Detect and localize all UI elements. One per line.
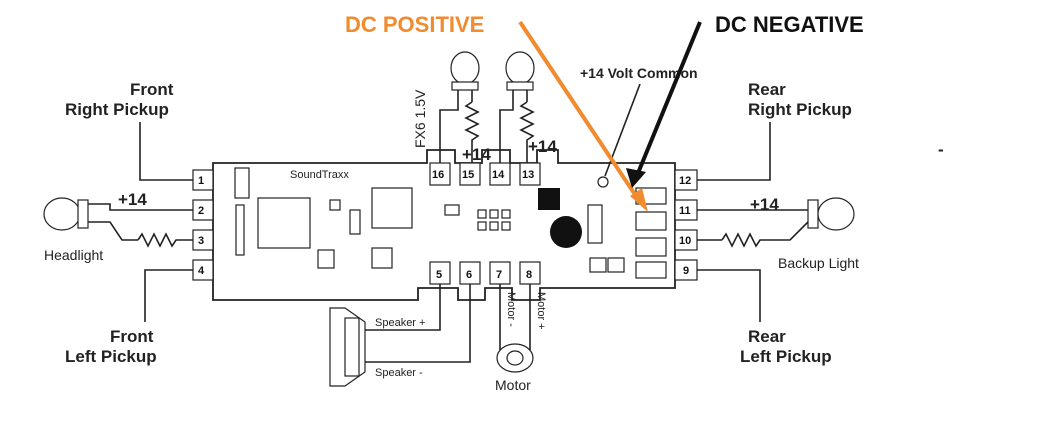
headlight-resistor-icon xyxy=(137,232,193,248)
pin-15 xyxy=(459,162,481,186)
dc-positive-label: DC POSITIVE xyxy=(345,12,484,37)
backup-light-label: Backup Light xyxy=(778,255,859,271)
pin-5-label: 5 xyxy=(436,269,442,281)
pin-8-label: 8 xyxy=(526,269,532,281)
speaker-minus-label: Speaker - xyxy=(375,367,423,379)
pin-6-label: 6 xyxy=(466,269,472,281)
bottom-pins: 5 6 7 8 xyxy=(429,261,541,285)
motor-minus-label: Motor - xyxy=(505,292,517,327)
dc-negative-label: DC NEGATIVE xyxy=(715,12,864,37)
front-left-label-1: Front xyxy=(110,327,154,346)
motor-plus-label: Motor + xyxy=(535,292,547,330)
volt-common-label: +14 Volt Common xyxy=(580,65,698,81)
backup-resistor-icon xyxy=(721,221,809,248)
pin-11-label: 11 xyxy=(679,205,691,217)
front-right-label-1: Front xyxy=(130,80,174,99)
dc-annotations: DC POSITIVE DC NEGATIVE - xyxy=(345,12,944,212)
rear-left-pickup: Rear Left Pickup xyxy=(697,269,832,366)
pin-2-label: 2 xyxy=(198,205,204,217)
front-right-label-2: Right Pickup xyxy=(65,100,169,119)
rear-left-label-1: Rear xyxy=(748,327,786,346)
volt-common: +14 Volt Common xyxy=(580,65,698,177)
motor-label: Motor xyxy=(495,377,531,393)
speaker-plus-label: Speaker + xyxy=(375,317,425,329)
motor: Motor - Motor + Motor xyxy=(495,284,547,393)
plus14-top-a-label: +14 xyxy=(462,145,491,164)
dc-positive-arrow xyxy=(518,20,642,204)
pin-13-label: 13 xyxy=(522,169,534,181)
rear-right-label-1: Rear xyxy=(748,80,786,99)
headlight-bulb-icon xyxy=(43,197,81,231)
plus14-top-b-label: +14 xyxy=(528,137,557,156)
top-pins: 16 15 14 13 xyxy=(429,162,541,186)
pin-14-label: 14 xyxy=(492,169,505,181)
pin-4-label: 4 xyxy=(198,265,205,277)
headlight-label: Headlight xyxy=(44,247,103,263)
front-right-pickup: Front Right Pickup xyxy=(65,80,193,181)
top-right-led: +14 xyxy=(499,51,557,163)
fx6-led-icon xyxy=(450,51,480,85)
plus14-left-label: +14 xyxy=(118,190,147,209)
pin-15-label: 15 xyxy=(462,169,474,181)
top-led-resistor-icon xyxy=(519,101,535,163)
fx6-resistor-icon xyxy=(464,101,480,163)
headlight-circuit: +14 Headlight xyxy=(43,190,193,263)
dash-mark: - xyxy=(938,140,944,159)
top-led-icon xyxy=(505,51,535,85)
front-left-label-2: Left Pickup xyxy=(65,347,157,366)
pin-1-label: 1 xyxy=(198,175,204,187)
fx6-led: FX6 1.5V +14 xyxy=(412,51,491,164)
board-components: SoundTraxx xyxy=(234,167,667,279)
rear-left-label-2: Left Pickup xyxy=(740,347,832,366)
pin-9-label: 9 xyxy=(683,265,689,277)
plus14-right-label: +14 xyxy=(750,195,779,214)
backup-bulb-icon xyxy=(817,197,855,231)
pin-13 xyxy=(519,162,541,186)
right-pins: 12 11 10 9 xyxy=(674,169,698,281)
speaker: Speaker + Speaker - xyxy=(329,284,471,387)
fx6-label: FX6 1.5V xyxy=(412,89,428,148)
backup-light-circuit: +14 Backup Light xyxy=(697,195,859,271)
rear-right-label-2: Right Pickup xyxy=(748,100,852,119)
pin-3-label: 3 xyxy=(198,235,204,247)
pin-7-label: 7 xyxy=(496,269,502,281)
pin-12-label: 12 xyxy=(679,175,691,187)
left-pins: 1 2 3 4 xyxy=(192,169,214,281)
dc-negative-arrow xyxy=(634,21,702,179)
front-left-pickup: Front Left Pickup xyxy=(65,269,193,366)
pin-10-label: 10 xyxy=(679,235,691,247)
soundtraxx-text: SoundTraxx xyxy=(290,169,349,181)
rear-right-pickup: Rear Right Pickup xyxy=(697,80,852,181)
pin-16-label: 16 xyxy=(432,169,444,181)
